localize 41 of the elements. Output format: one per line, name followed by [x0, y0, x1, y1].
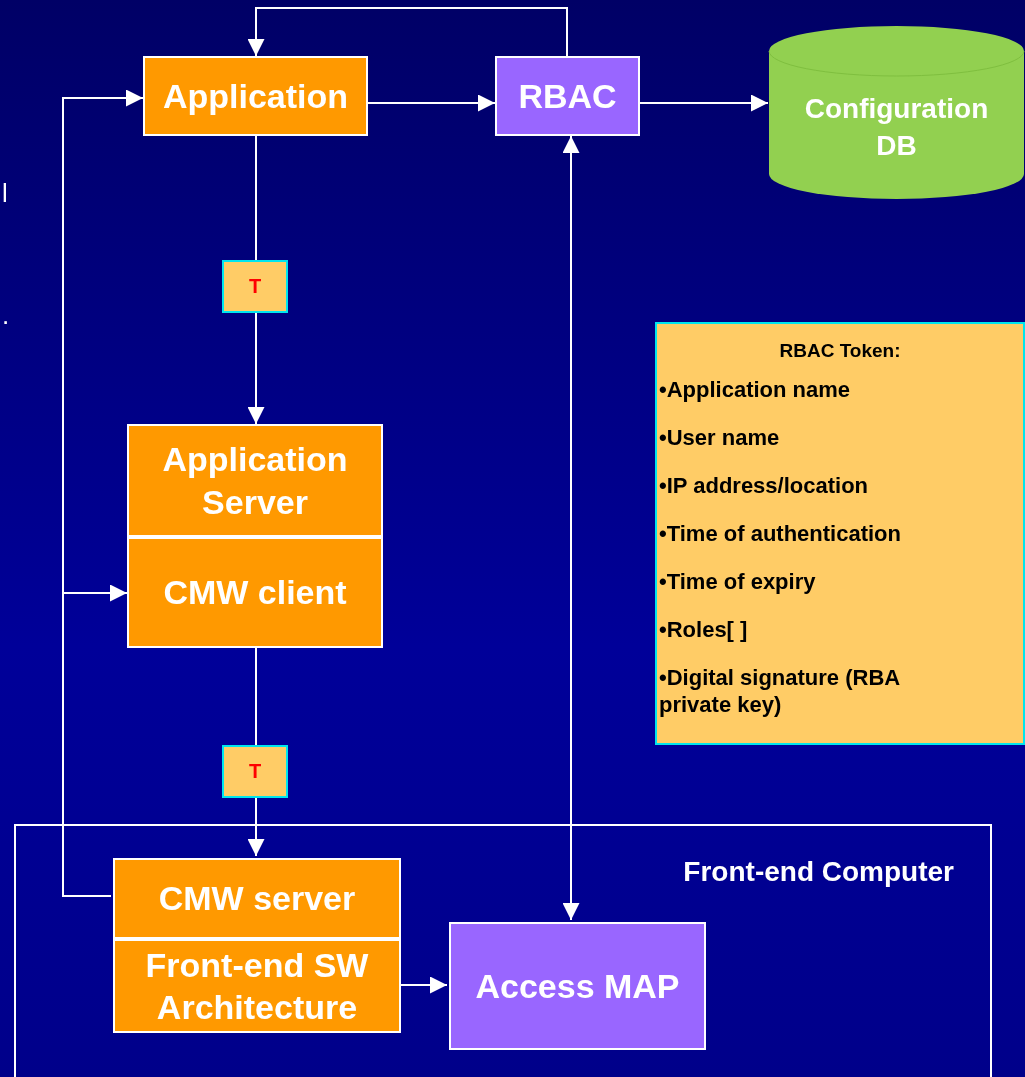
token-box: [222, 260, 288, 313]
process-box: [449, 922, 706, 1050]
list-item: •IP address/location: [659, 472, 870, 500]
text-fragment: l: [2, 178, 8, 209]
computer-boundary: [14, 824, 992, 1077]
connector-arrow: [62, 584, 128, 897]
token-box: [222, 745, 288, 798]
process-box: [113, 939, 401, 1033]
connector-arrow: [247, 7, 568, 57]
connector-arrow: [367, 94, 496, 112]
process-box: [127, 537, 383, 648]
node-label: RBAC: [518, 75, 617, 117]
connector-arrow: [247, 312, 265, 425]
list-item: •Application name: [659, 376, 852, 404]
list-item: •Digital signature (RBA private key): [659, 664, 901, 719]
node-label: Configuration DB: [803, 92, 990, 163]
node-label: Application: [162, 75, 349, 117]
process-box: [495, 56, 640, 136]
node-label: Access MAP: [475, 965, 680, 1007]
process-box: [113, 858, 401, 939]
process-box: [143, 56, 368, 136]
node-label: Application Server: [161, 439, 349, 523]
card-heading: RBAC Token:: [778, 340, 902, 362]
database-cylinder: [768, 25, 1025, 200]
list-item: •User name: [659, 424, 781, 452]
process-box: [127, 424, 383, 537]
connector-arrow: [247, 797, 265, 857]
node-label: T: [248, 275, 262, 298]
node-label: T: [248, 760, 262, 783]
info-card: [655, 322, 1025, 745]
list-item: •Time of expiry: [659, 568, 817, 596]
node-label: Front-end Computer: [683, 856, 954, 888]
connector-arrow: [562, 135, 580, 921]
connector-arrow: [398, 976, 448, 994]
list-item: •Roles[ ]: [659, 616, 749, 644]
list-item: •Time of authentication: [659, 520, 902, 548]
connector-arrow: [639, 94, 769, 112]
node-label: CMW client: [163, 572, 347, 614]
node-label: Front-end SW Architecture: [144, 944, 370, 1028]
text-fragment: .: [2, 300, 10, 331]
node-label: CMW server: [158, 878, 356, 920]
